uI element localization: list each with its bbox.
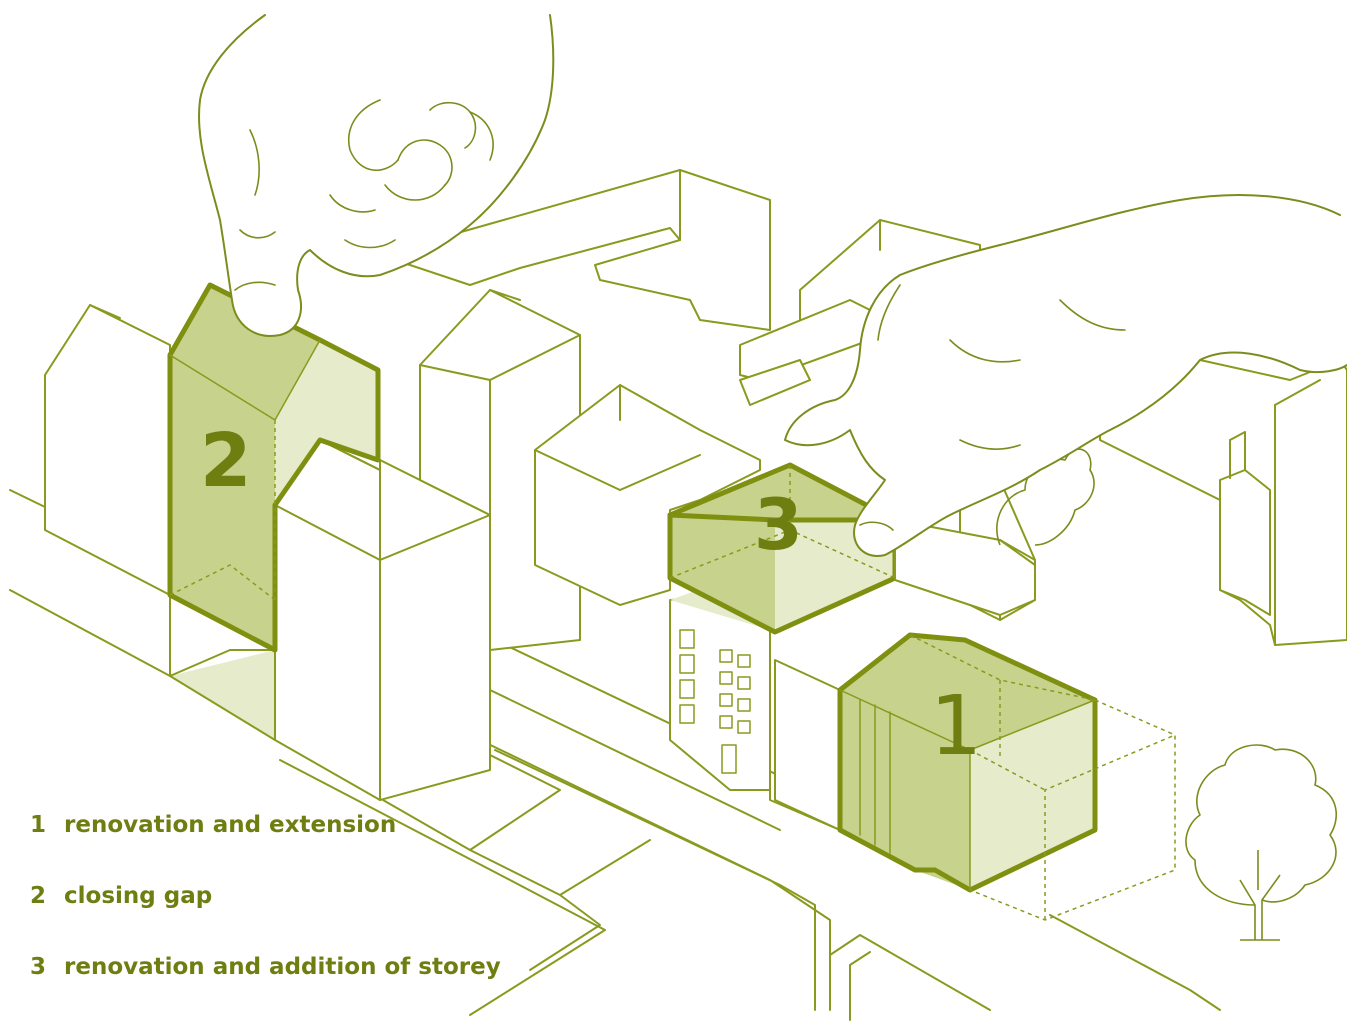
legend: 1 renovation and extension 2 closing gap… [30, 812, 501, 1025]
legend-number: 2 [30, 883, 64, 909]
marker-2: 2 [200, 424, 252, 498]
legend-item-1: 1 renovation and extension [30, 812, 501, 883]
legend-text: renovation and addition of storey [64, 954, 501, 980]
building-1-renovation-extension [775, 635, 1175, 920]
legend-item-2: 2 closing gap [30, 883, 501, 954]
marker-1: 1 [930, 686, 982, 768]
legend-text: closing gap [64, 883, 212, 909]
legend-number: 1 [30, 812, 64, 838]
hand-top-left [199, 15, 553, 336]
marker-3: 3 [754, 490, 803, 560]
left-buildings [45, 290, 760, 800]
tree-right [1186, 745, 1336, 940]
legend-item-3: 3 renovation and addition of storey [30, 954, 501, 1025]
legend-number: 3 [30, 954, 64, 980]
legend-text: renovation and extension [64, 812, 396, 838]
